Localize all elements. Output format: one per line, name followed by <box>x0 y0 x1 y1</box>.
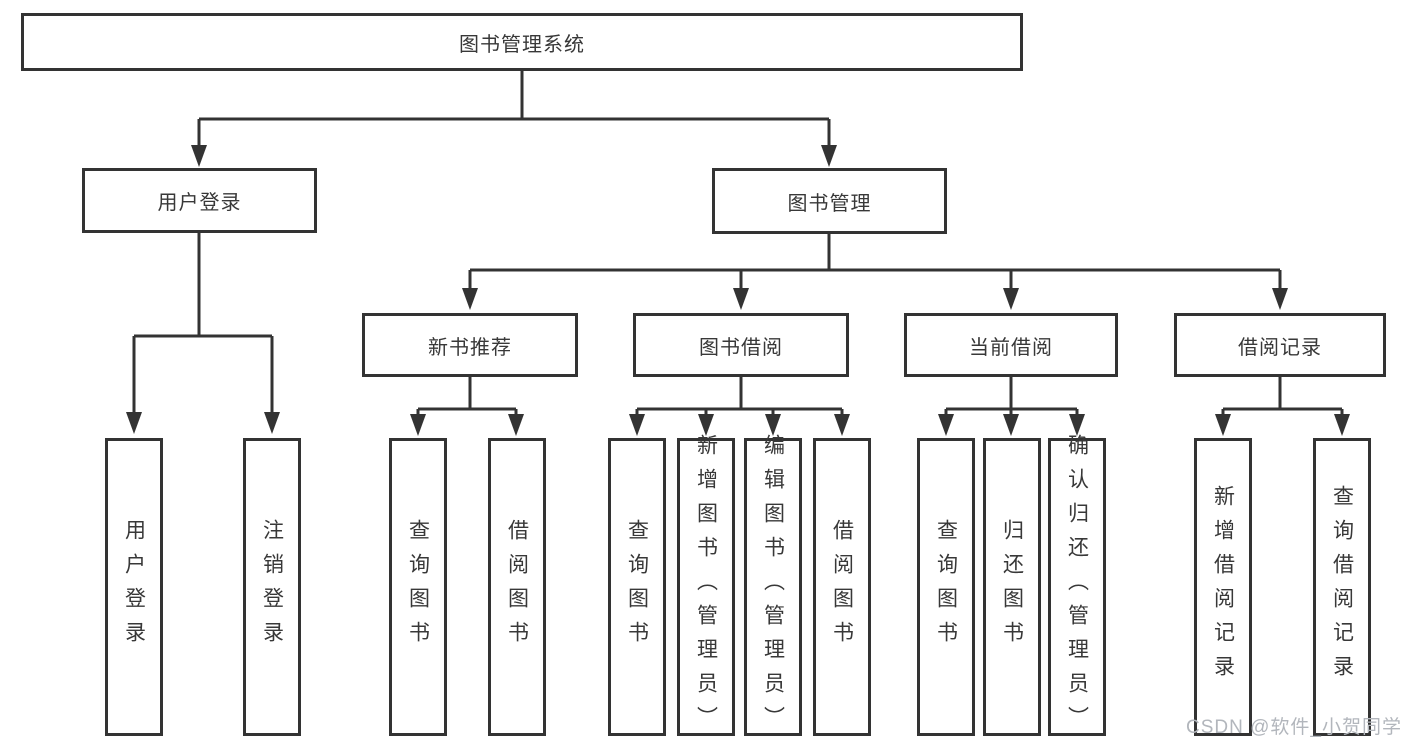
leaf-return-books: 归还图书 <box>983 438 1041 736</box>
leaf-add-borrow-record: 新增借阅记录 <box>1194 438 1252 736</box>
node-user-login: 用户登录 <box>82 168 317 233</box>
leaf-confirm-return-admin: 确认归还（管理员） <box>1048 434 1106 740</box>
leaf-label: 借阅图书 <box>830 519 854 655</box>
leaf-label: 查询借阅记录 <box>1330 485 1354 689</box>
leaf-borrow-books: 借阅图书 <box>813 438 871 736</box>
leaf-label: 新增借阅记录 <box>1211 485 1235 689</box>
node-library-system: 图书管理系统 <box>21 13 1023 71</box>
node-label: 新书推荐 <box>428 336 512 359</box>
leaf-query-books-recommend: 查询图书 <box>389 438 447 736</box>
node-label: 借阅记录 <box>1238 336 1322 359</box>
leaf-logout: 注销登录 <box>243 438 301 736</box>
leaf-query-books-current: 查询图书 <box>917 438 975 736</box>
leaf-query-borrow-record: 查询借阅记录 <box>1313 438 1371 736</box>
leaf-label: 查询图书 <box>934 519 958 655</box>
leaf-user-login: 用户登录 <box>105 438 163 736</box>
node-book-management: 图书管理 <box>712 168 947 234</box>
node-borrow-records: 借阅记录 <box>1174 313 1386 377</box>
leaf-label: 借阅图书 <box>505 519 529 655</box>
node-book-borrow: 图书借阅 <box>633 313 849 377</box>
node-label: 图书管理 <box>787 192 872 215</box>
leaf-query-books-borrow: 查询图书 <box>608 438 666 736</box>
csdn-watermark: CSDN @软件_小贺同学 <box>1186 717 1402 738</box>
leaf-label: 查询图书 <box>625 519 649 655</box>
node-current-borrow: 当前借阅 <box>904 313 1118 377</box>
leaf-label: 编辑图书（管理员） <box>761 434 785 740</box>
node-label: 当前借阅 <box>969 336 1053 359</box>
leaf-borrow-books-recommend: 借阅图书 <box>488 438 546 736</box>
node-label: 用户登录 <box>157 192 242 214</box>
node-label: 图书管理系统 <box>459 33 585 56</box>
node-label: 图书借阅 <box>699 336 783 359</box>
leaf-label: 新增图书（管理员） <box>694 434 718 740</box>
arrowheads <box>126 145 1350 436</box>
leaf-add-books-admin: 新增图书（管理员） <box>677 434 735 740</box>
leaf-label: 注销登录 <box>260 519 284 655</box>
leaf-label: 用户登录 <box>122 519 146 655</box>
leaf-edit-books-admin: 编辑图书（管理员） <box>744 434 802 740</box>
leaf-label: 归还图书 <box>1000 519 1024 655</box>
leaf-label: 查询图书 <box>406 519 430 655</box>
leaf-label: 确认归还（管理员） <box>1065 434 1089 740</box>
node-new-book-recommend: 新书推荐 <box>362 313 578 377</box>
